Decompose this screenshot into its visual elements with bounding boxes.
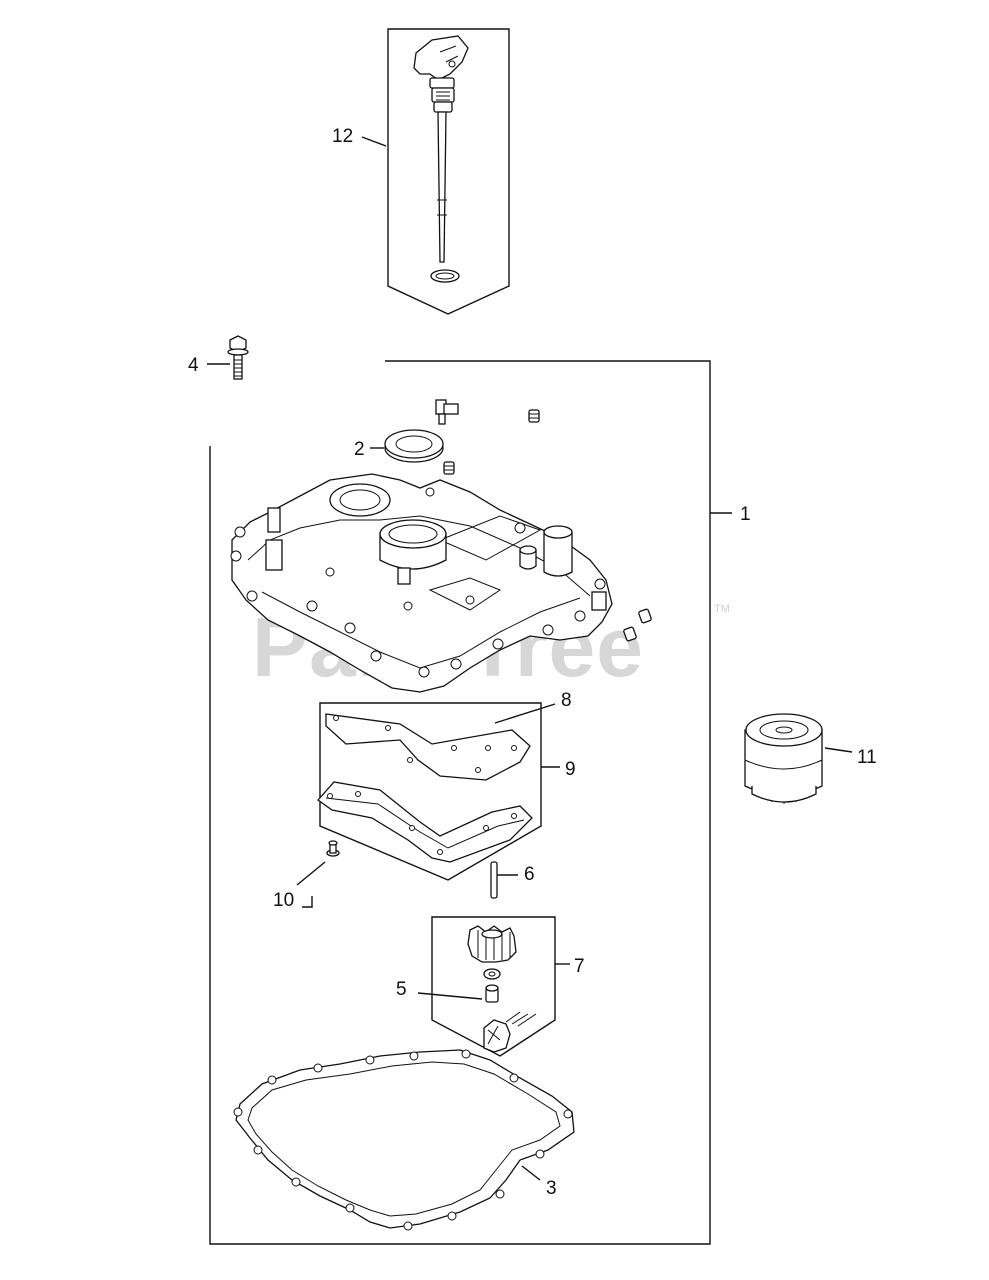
shaft-icon — [490, 861, 498, 899]
closure-plate-frame: 1 — [209, 360, 751, 1245]
callout-10: 10 — [273, 890, 294, 911]
oil-filter-group[interactable]: 11 — [744, 713, 877, 804]
elbow-fitting-icon — [435, 399, 459, 425]
screw-icon — [326, 840, 340, 857]
plug-icon — [623, 626, 637, 642]
callout-9: 9 — [565, 759, 576, 780]
washer-icon — [483, 968, 501, 980]
callout-8: 8 — [561, 690, 572, 711]
dipstick-frame — [387, 28, 510, 315]
oil-filter-icon — [744, 713, 823, 804]
oil-seal-icon — [384, 429, 444, 463]
callout-2: 2 — [354, 439, 365, 460]
oil-seal-group[interactable]: 2 — [354, 429, 444, 463]
callout-11: 11 — [857, 747, 877, 768]
dipstick-icon — [413, 35, 469, 283]
oil-pump-kit-group[interactable]: 7 5 — [396, 916, 585, 1057]
closure-plate-icon — [230, 473, 613, 693]
oil-pump-kit-frame — [431, 916, 556, 1057]
callout-6: 6 — [524, 864, 535, 885]
callout-7: 7 — [574, 956, 585, 977]
callout-1: 1 — [740, 504, 751, 525]
callout-3: 3 — [546, 1178, 557, 1199]
plug-icon — [528, 409, 540, 423]
baffle-kit-group[interactable]: 8 9 — [317, 690, 576, 881]
plug-icon — [443, 461, 455, 475]
plug-icon — [638, 608, 652, 624]
pickup-icon — [483, 1019, 511, 1053]
callout-12: 12 — [332, 126, 353, 147]
shaft-6-group[interactable]: 6 — [490, 861, 535, 899]
gasket-3-group[interactable]: 3 — [233, 1049, 575, 1231]
screw-4-group[interactable]: 4 — [188, 335, 249, 380]
dipstick-group[interactable]: 12 — [332, 28, 510, 315]
callout-5: 5 — [396, 979, 407, 1000]
baffle-kit-frame — [319, 702, 542, 881]
gear-icon — [467, 925, 517, 963]
screw-10-group[interactable]: 10 — [273, 840, 340, 911]
pin-icon — [485, 984, 499, 1003]
watermark-trademark: TM — [714, 603, 730, 615]
rod-icon — [505, 1011, 537, 1027]
gasket-icon — [233, 1049, 575, 1231]
baffle-plate-icon — [325, 713, 531, 781]
hex-screw-icon — [227, 335, 249, 380]
fittings — [435, 399, 652, 642]
callout-4: 4 — [188, 355, 199, 376]
baffle-gasket-icon — [317, 781, 533, 863]
